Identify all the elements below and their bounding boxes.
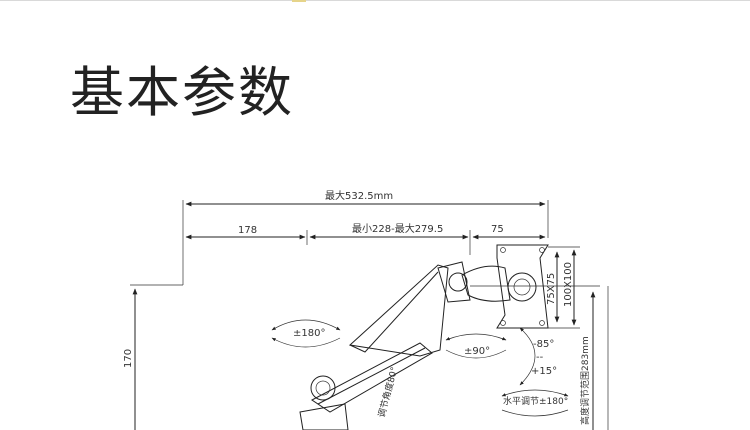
base-swivel-label: ±180° bbox=[293, 328, 325, 339]
tilt-down-label: +15° bbox=[531, 366, 557, 377]
vesa-dimensions: 75X75 100X100 bbox=[546, 246, 580, 329]
page-title: 基本参数 bbox=[70, 61, 294, 124]
adjust-range-label: 最小228-最大279.5 bbox=[352, 222, 443, 235]
horizontal-label: 水平调节±180° bbox=[503, 395, 568, 407]
top-accent-mark bbox=[292, 0, 306, 2]
vesa-75-label: 75X75 bbox=[546, 273, 557, 305]
base-swivel-annotation: ±180° bbox=[271, 319, 341, 348]
tilt-separator-label: -- bbox=[536, 352, 544, 363]
height-range-label: 高度调节范围283mm bbox=[579, 336, 591, 425]
horizontal-rotation-annotation: 水平调节±180° bbox=[501, 389, 569, 417]
arm-segment-label: 178 bbox=[238, 225, 257, 236]
arm-swivel-label: ±90° bbox=[464, 346, 490, 357]
tilt-up-label: -85° bbox=[533, 339, 554, 350]
tilt-annotation: -85° -- +15° bbox=[519, 327, 557, 386]
max-reach-dimension: 最大532.5mm bbox=[182, 189, 549, 285]
height-range-dimension: 高度调节范围283mm bbox=[470, 285, 609, 430]
vesa-100-label: 100X100 bbox=[563, 262, 574, 307]
monitor-arm-illustration bbox=[299, 244, 549, 430]
top-divider bbox=[0, 0, 750, 1]
segment-dimensions: 178 最小228-最大279.5 75 bbox=[185, 222, 546, 255]
arm-swivel-annotation: ±90° bbox=[445, 333, 507, 359]
max-reach-label: 最大532.5mm bbox=[325, 189, 393, 202]
height-dimension: 170 bbox=[123, 284, 183, 430]
head-offset-label: 75 bbox=[491, 224, 504, 235]
height-side-label: 170 bbox=[123, 349, 134, 368]
